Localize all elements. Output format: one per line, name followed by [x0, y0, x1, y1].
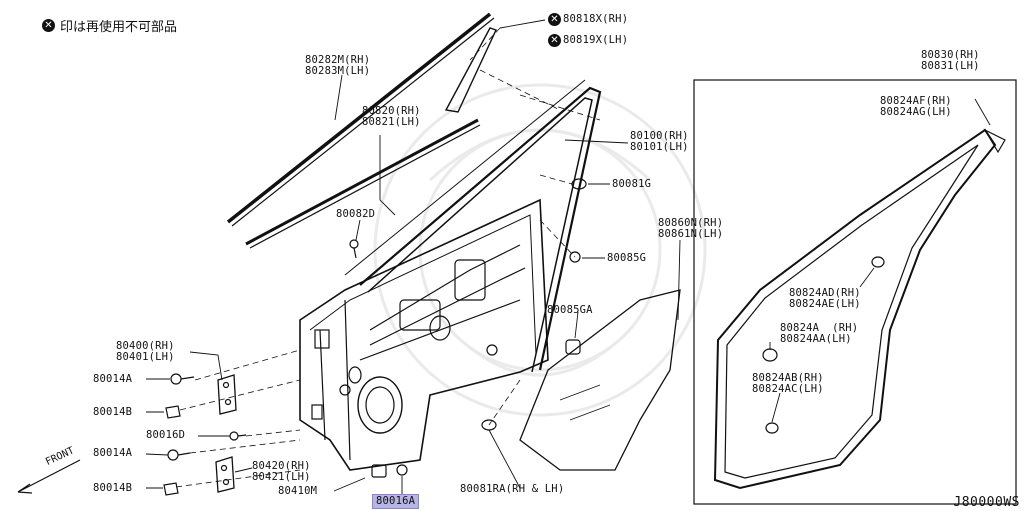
diagram-code: J80000WS	[953, 495, 1020, 510]
callout-80819x[interactable]: ✕80819X(LH)	[548, 34, 628, 47]
x-circle-icon: ✕	[548, 34, 561, 47]
door-sash	[344, 79, 602, 373]
hinge-lower	[215, 456, 235, 493]
callout-80400[interactable]: 80400(RH) 80401(LH)	[116, 340, 175, 363]
callout-80824a[interactable]: 80824A (RH) 80824AA(LH)	[780, 322, 859, 345]
callout-80082d[interactable]: 80082D	[336, 208, 376, 220]
front-arrow-icon	[17, 459, 81, 494]
highlighted-part-label: 80016A	[372, 494, 420, 509]
callout-80016d[interactable]: 80016D	[146, 429, 186, 441]
x-circle-icon: ✕	[548, 13, 561, 26]
callout-80282m[interactable]: 80282M(RH) 80283M(LH)	[305, 54, 371, 77]
weatherstrip-clips	[762, 256, 885, 434]
door-weatherstrip	[713, 128, 1006, 490]
callout-80081ra[interactable]: 80081RA(RH & LH)	[460, 483, 565, 495]
leader-lines	[145, 19, 991, 495]
hinge-upper	[217, 374, 237, 415]
door-panel	[299, 198, 549, 471]
callout-80830[interactable]: 80830(RH) 80831(LH)	[921, 49, 980, 72]
callout-80410m[interactable]: 80410M	[278, 485, 318, 497]
screen-detail	[559, 384, 611, 421]
callout-80820[interactable]: 80820(RH) 80821(LH)	[362, 105, 421, 128]
callout-80824af[interactable]: 80824AF(RH) 80824AG(LH)	[880, 95, 952, 118]
callout-80824ad[interactable]: 80824AD(RH) 80824AE(LH)	[789, 287, 861, 310]
alignment-lines	[175, 27, 601, 488]
callout-80085ga[interactable]: 80085GA	[547, 304, 593, 316]
x-circle-icon: ✕	[42, 19, 55, 32]
non-reusable-notice: ✕ 印は再使用不可部品	[42, 16, 177, 35]
notice-text: 印は再使用不可部品	[60, 20, 178, 35]
callout-80824ab[interactable]: 80824AB(RH) 80824AC(LH)	[752, 372, 824, 395]
belt-molding-inner	[245, 118, 481, 249]
callout-80085g[interactable]: 80085G	[607, 252, 647, 264]
callout-80014a-upper[interactable]: 80014A	[93, 373, 133, 385]
callout-80014b-lower[interactable]: 80014B	[93, 482, 133, 494]
weatherstrip-box	[693, 79, 1017, 505]
callout-80860n[interactable]: 80860N(RH) 80861N(LH)	[658, 217, 724, 240]
callout-80081g[interactable]: 80081G	[612, 178, 652, 190]
belt-molding-outer	[226, 12, 495, 227]
callout-80100[interactable]: 80100(RH) 80101(LH)	[630, 130, 689, 153]
callout-80014a-lower[interactable]: 80014A	[93, 447, 133, 459]
callout-80014b-upper[interactable]: 80014B	[93, 406, 133, 418]
sealing-screen	[519, 289, 681, 471]
callout-80016a[interactable]: 80016A	[372, 494, 420, 509]
corner-trim-80818x	[444, 27, 497, 113]
callout-80818x[interactable]: ✕80818X(RH)	[548, 13, 628, 26]
fasteners	[163, 178, 587, 496]
callout-80420[interactable]: 80420(RH) 80421(LH)	[252, 460, 311, 483]
